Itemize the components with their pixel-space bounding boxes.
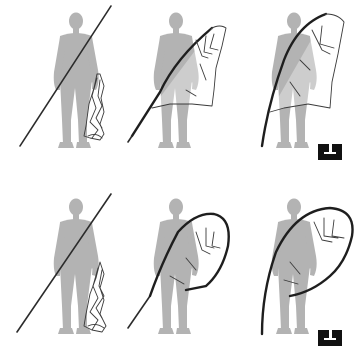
row1-step1-panel xyxy=(20,6,111,148)
row1-step3-panel xyxy=(262,13,344,161)
row1-step2-panel xyxy=(128,13,226,149)
row2-step1-panel xyxy=(17,194,111,334)
row2-step2-panel xyxy=(128,199,229,335)
person-silhouette-icon xyxy=(272,199,317,335)
ground-base-icon xyxy=(318,144,342,160)
person-silhouette-icon xyxy=(54,13,99,149)
row2-step3-panel xyxy=(262,199,353,347)
ground-base-icon xyxy=(318,330,342,346)
